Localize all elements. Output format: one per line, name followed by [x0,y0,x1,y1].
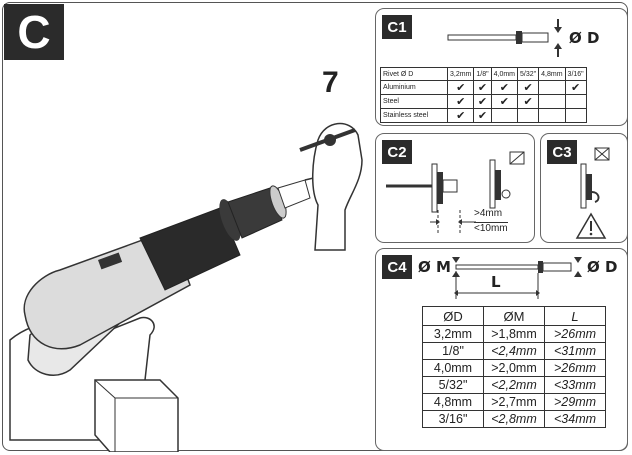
table-cell: >2,0mm [483,359,545,377]
second-hand [311,122,363,251]
table-cell: >26mm [544,359,606,377]
table-cell: >29mm [544,393,606,411]
table-cell: <33mm [544,376,606,394]
check-cell [538,94,566,109]
rivet-material-table: Rivet Ø D 3,2mm 1/8" 4,0mm 5/32" 4,8mm 3… [380,67,587,123]
table-header: ØD [422,306,484,326]
check-cell: ✔ [473,80,492,95]
check-cell: ✔ [490,94,519,109]
check-icon: ✔ [456,96,466,108]
panel-c1: C1 Ø D Rivet Ø D 3,2mm 1/8" 4,0mm 5/32" … [375,8,628,126]
table-header: 4,0mm [490,67,519,81]
check-icon: ✔ [570,82,581,94]
diameter-label: Ø D [569,29,600,47]
table-header-row: ØD ØM L [422,306,606,326]
table-row: 4,8mm >2,7mm >29mm [422,393,606,411]
tool-motor [139,207,241,291]
panel-c2-label: C2 [382,140,412,164]
table-row: 3/16" <2,8mm <34mm [422,410,606,428]
table-row: Steel ✔ ✔ ✔ ✔ [380,94,587,109]
table-cell: 4,8mm [422,393,484,411]
table-row: 1/8" <2,4mm <31mm [422,342,606,360]
material-label: Stainless steel [380,108,448,123]
check-icon: ✔ [477,82,488,94]
panel-c3-label: C3 [547,140,577,164]
table-cell: <34mm [544,410,606,428]
l-label: L [491,273,501,291]
table-cell: >26mm [544,325,606,343]
rivet-tool-illustration [9,122,363,452]
dim-max-label: <10mm [474,222,508,234]
table-cell: 3/16" [422,410,484,428]
table-header: 4,8mm [538,67,566,81]
check-cell: ✔ [446,94,475,109]
check-icon: ✔ [523,96,533,108]
check-cell: ✔ [564,80,587,95]
check-icon: ✔ [499,82,509,94]
panel-c4-label: C4 [382,255,412,279]
tool-body [23,229,191,350]
check-cell [538,108,566,123]
rivet-size-table: ØD ØM L 3,2mm >1,8mm >26mm 1/8" <2,4mm <… [422,306,606,428]
panel-c2: C2 >4mm <10mm [375,133,535,243]
check-cell: ✔ [446,80,475,95]
table-cell: 1/8" [422,342,484,360]
material-label: Aluminium [380,80,448,95]
check-cell [490,108,519,123]
panel-c4: C4 Ø M Ø D L ØD ØM L 3,2mm >1,8mm >26mm … [375,248,628,451]
check-cell: ✔ [517,94,540,109]
table-cell: <31mm [544,342,606,360]
table-cell: >1,8mm [483,325,545,343]
table-row: 3,2mm >1,8mm >26mm [422,325,606,343]
rivet-length-diagram [452,257,582,299]
table-row: Stainless steel ✔ ✔ [380,108,587,123]
table-header: 5/32" [517,67,540,81]
check-cell: ✔ [446,108,475,123]
table-header-row: Rivet Ø D 3,2mm 1/8" 4,0mm 5/32" 4,8mm 3… [380,67,587,81]
check-cell: ✔ [473,94,492,109]
check-icon: ✔ [477,110,488,122]
check-icon: ✔ [523,82,533,94]
m-label: Ø M [418,258,451,276]
check-icon: ✔ [499,96,509,108]
rivet-diagram [447,19,562,57]
table-row: 5/32" <2,2mm <33mm [422,376,606,394]
table-cell: <2,2mm [483,376,545,394]
table-cell: 5/32" [422,376,484,394]
check-cell [564,108,587,123]
d-label: Ø D [587,258,618,276]
check-cell: ✔ [473,108,492,123]
section-badge: C [4,4,64,60]
table-cell: 4,0mm [422,359,484,377]
dim-min-label: >4mm [474,208,503,219]
check-cell [517,108,540,123]
table-cell: 3,2mm [422,325,484,343]
table-header: ØM [483,306,545,326]
check-icon: ✔ [456,110,466,122]
table-cell: <2,4mm [483,342,545,360]
check-icon: ✔ [456,82,466,94]
table-header: L [544,306,606,326]
table-row: Aluminium ✔ ✔ ✔ ✔ ✔ [380,80,587,95]
rivet-clearance-diagram [386,151,525,234]
rivet-error-diagram [575,147,610,239]
table-row: 4,0mm >2,0mm >26mm [422,359,606,377]
check-cell: ✔ [517,80,540,95]
check-icon: ✔ [477,96,488,108]
table-header: 3,2mm [446,67,475,81]
table-header: 1/8" [473,67,492,81]
check-cell [538,80,566,95]
callout-number: 7 [322,66,339,99]
check-cell: ✔ [490,80,519,95]
material-label: Steel [380,94,448,109]
panel-c3: C3 [540,133,628,243]
check-cell [564,94,587,109]
table-header: Rivet Ø D [380,67,448,81]
panel-c1-label: C1 [382,15,412,39]
table-cell: <2,8mm [483,410,545,428]
table-cell: >2,7mm [483,393,545,411]
table-header: 3/16" [564,67,587,81]
